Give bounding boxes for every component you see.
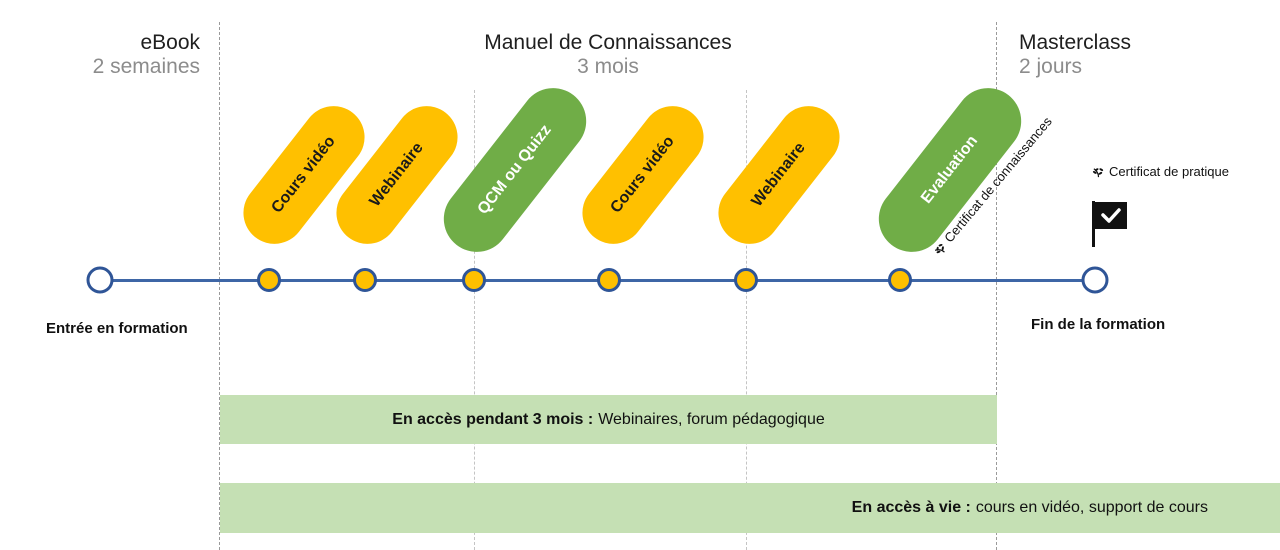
milestone-label: Cours vidéo (268, 133, 339, 217)
timeline-node (462, 268, 486, 292)
certificate-practice: Certificat de pratique (1092, 164, 1229, 179)
month-divider (746, 90, 747, 550)
phase-divider (219, 22, 220, 550)
phase-ebook: eBook 2 semaines (40, 31, 200, 79)
timeline-node (888, 268, 912, 292)
month-divider (474, 90, 475, 550)
milestone-label: Evaluation (918, 132, 982, 207)
access-bar-text: cours en vidéo, support de cours (975, 499, 1208, 516)
phase-title: Masterclass (1019, 31, 1132, 54)
timeline-node (734, 268, 758, 292)
milestone-label: Cours vidéo (607, 133, 678, 217)
laurel-icon (1092, 168, 1104, 178)
end-label: Fin de la formation (1031, 316, 1166, 333)
certificate-label: Certificat de pratique (1109, 164, 1229, 179)
access-bar-3-months: En accès pendant 3 mois : Webinaires, fo… (220, 395, 997, 444)
phase-duration: 3 mois (577, 55, 639, 78)
timeline-node (257, 268, 281, 292)
timeline-node (353, 268, 377, 292)
phase-duration: 2 jours (1019, 55, 1083, 78)
access-bar-lifetime: En accès à vie : cours en vidéo, support… (220, 483, 1280, 533)
phase-manuel: Manuel de Connaissances 3 mois (458, 31, 758, 79)
phase-divider (996, 22, 997, 550)
laurel-icon (934, 244, 945, 254)
start-label: Entrée en formation (46, 320, 188, 337)
milestone-label: Webinaire (748, 139, 809, 210)
access-bar-text: Webinaires, forum pédagogique (598, 410, 825, 428)
phase-title: eBook (140, 31, 200, 54)
timeline-start-node (86, 266, 114, 294)
milestone-pill: Webinaire (705, 93, 853, 257)
phase-masterclass: Masterclass 2 jours (1019, 31, 1179, 79)
certificate-knowledge: Certificat de connaissances (930, 114, 1055, 258)
milestone-pill: Cours vidéo (569, 93, 717, 257)
milestone-label: Webinaire (366, 139, 427, 210)
timeline-node (597, 268, 621, 292)
milestone-pill: QCM ou Quizz (430, 74, 600, 266)
access-bar-bold: En accès à vie : (851, 499, 971, 516)
phase-title: Manuel de Connaissances (484, 31, 732, 54)
phase-duration: 2 semaines (92, 55, 200, 78)
timeline-end-node (1081, 266, 1109, 294)
flag-check-icon (1092, 201, 1127, 247)
access-bar-bold: En accès pendant 3 mois : (392, 410, 594, 428)
milestone-label: QCM ou Quizz (474, 121, 555, 218)
